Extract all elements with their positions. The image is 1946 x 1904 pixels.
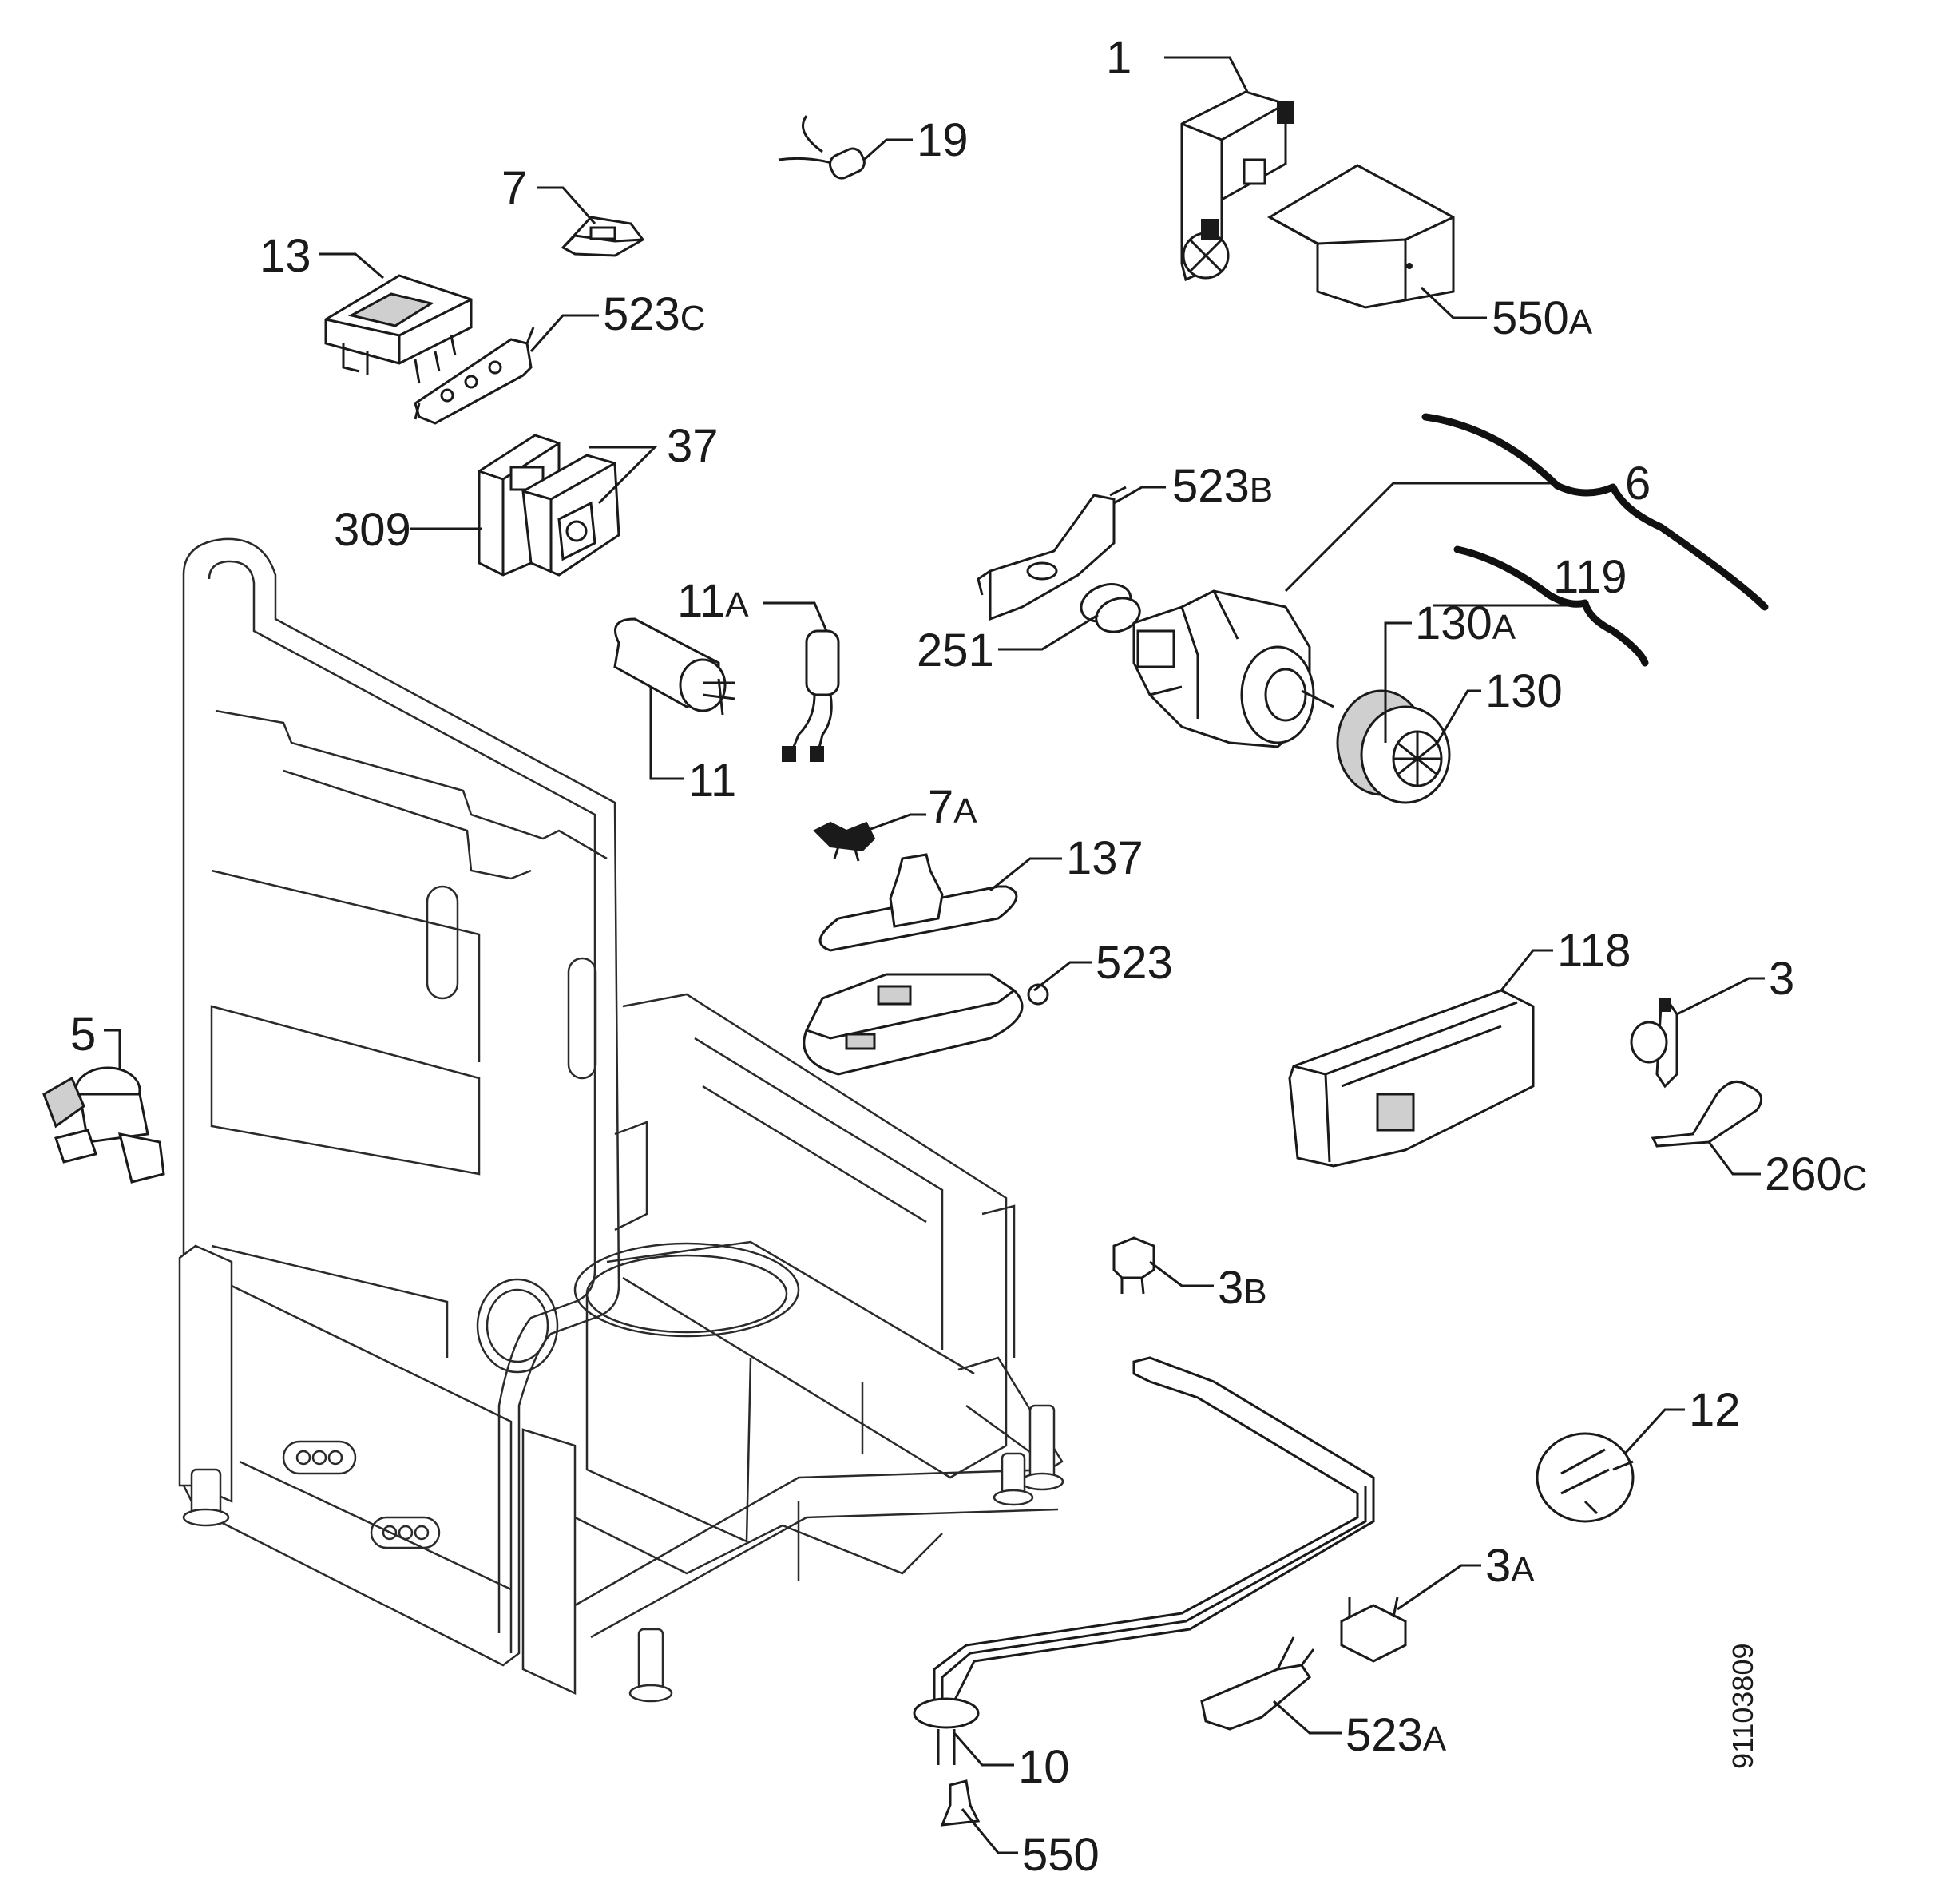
- label-7: 7: [501, 162, 527, 214]
- part-137: [818, 853, 1018, 952]
- part-260c: [1651, 1080, 1763, 1148]
- label-1: 1: [1106, 32, 1132, 84]
- label-550a: 550A: [1492, 292, 1593, 344]
- label-523: 523: [1096, 937, 1173, 989]
- label-119: 119: [1553, 551, 1627, 603]
- label-523a: 523A: [1346, 1709, 1447, 1761]
- label-3b: 3B: [1218, 1262, 1267, 1314]
- label-6: 6: [1625, 458, 1651, 510]
- label-130: 130: [1485, 665, 1563, 717]
- label-309: 309: [334, 504, 411, 556]
- part-7a: [813, 821, 876, 862]
- bracket-523c-part: [414, 327, 535, 425]
- label-7a: 7A: [928, 781, 977, 833]
- capacitor-11-part: [613, 617, 735, 716]
- part-3b: [1112, 1236, 1155, 1295]
- dishwasher-frame: [178, 537, 1064, 1703]
- bracket-523b-part: [977, 486, 1127, 621]
- label-130a: 130A: [1415, 597, 1516, 649]
- sensor-19-part: [778, 115, 866, 180]
- heater-10-part: [913, 1356, 1375, 1765]
- part-13: [324, 274, 473, 384]
- bracket-523a-part: [1200, 1636, 1315, 1731]
- label-523c: 523C: [603, 288, 706, 340]
- label-37: 37: [667, 420, 719, 472]
- label-523b: 523B: [1172, 460, 1273, 512]
- label-19: 19: [917, 114, 969, 166]
- module-box-part: [1266, 164, 1455, 309]
- label-3: 3: [1769, 953, 1794, 1005]
- part-37: [521, 454, 620, 577]
- timer-part: [1180, 90, 1294, 282]
- part-11a: [782, 629, 840, 762]
- label-11: 11: [688, 755, 736, 807]
- part-550: [940, 1779, 981, 1827]
- leader-lines: [104, 56, 1765, 1854]
- label-13: 13: [260, 230, 311, 282]
- inlet-valve-5-part: [42, 1066, 165, 1184]
- impeller-130-part: [1336, 689, 1451, 804]
- part-523: [803, 973, 1049, 1076]
- part-labels: 1 19 7 13 523C 550A 37 309 523B 6 119 11…: [70, 32, 1868, 1881]
- part-118: [1288, 989, 1535, 1168]
- label-260c: 260C: [1765, 1148, 1868, 1200]
- part-251: [1080, 583, 1141, 633]
- part-12: [1536, 1432, 1635, 1523]
- part-3a: [1340, 1597, 1407, 1663]
- label-137: 137: [1066, 832, 1143, 884]
- label-3a: 3A: [1485, 1540, 1535, 1592]
- label-5: 5: [70, 1009, 96, 1061]
- label-118: 118: [1557, 925, 1631, 977]
- group-braces: [1421, 413, 1769, 667]
- label-550: 550: [1022, 1829, 1100, 1881]
- label-11a: 11A: [677, 575, 749, 627]
- label-10: 10: [1018, 1741, 1070, 1793]
- diagram-code: 91103809: [1726, 1644, 1759, 1770]
- label-12: 12: [1689, 1384, 1741, 1436]
- motor-6-part: [1132, 589, 1334, 748]
- part-3: [1630, 998, 1678, 1089]
- label-251: 251: [917, 625, 994, 676]
- part-7: [561, 216, 645, 257]
